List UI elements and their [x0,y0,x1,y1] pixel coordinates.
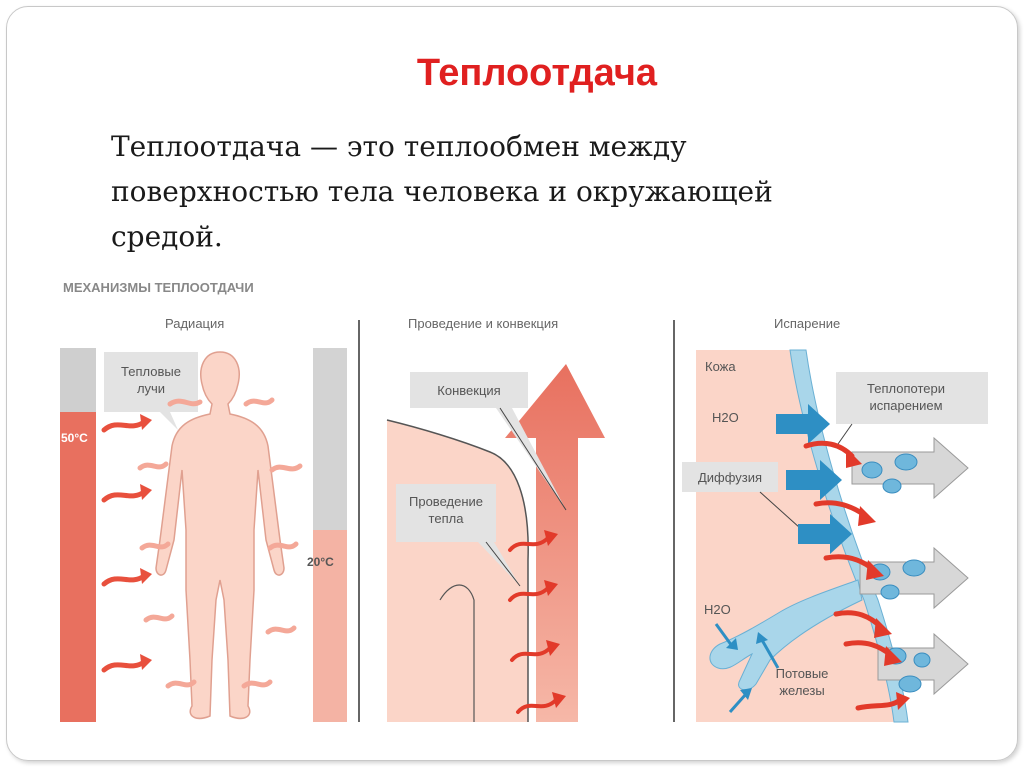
glands-label-line2: железы [779,683,824,698]
conduction-panel: Конвекция Проведение тепла [386,364,605,722]
slide-frame [6,6,1018,761]
convection-label: Конвекция [437,383,500,398]
cold-temp-label: 20°C [307,555,334,569]
convection-arrow [505,364,605,722]
loss-label-box [836,372,988,424]
rays-label-line1: Тепловые [121,364,181,379]
panel-title-conduction: Проведение и конвекция [408,316,559,331]
radiation-arrows-body [137,397,303,689]
hot-thermometer-fill [60,412,96,722]
hot-temp-label: 50°C [61,431,88,445]
diagram-heading: МЕХАНИЗМЫ ТЕПЛООТДАЧИ [63,280,254,295]
conduction-arrows [508,536,558,714]
conduction-label-box [396,484,496,542]
glands-label-line1: Потовые [776,666,829,681]
sweat-gland-duct [709,579,863,691]
h2o-bottom-label: H2O [704,602,731,617]
diffusion-arrows [776,404,852,554]
definition-text: Теплоотдача — это теплообмен между повер… [111,130,773,253]
gland-arrows [714,623,780,713]
radiation-arrowheads-hot [140,414,152,670]
human-body-figure [155,351,285,720]
conduction-label-line2: тепла [429,511,465,526]
gland-arrowheads [726,632,768,700]
diffusion-label: Диффузия [698,470,762,485]
h2o-top-label: H2O [712,410,739,425]
diffusion-label-box [682,462,778,492]
skin-label: Кожа [705,359,736,374]
radiation-panel: 50°C 20°C Тепловые лучи [60,348,347,722]
radiation-arrows-hot [101,419,147,673]
evaporation-heat-arrowheads [846,448,910,710]
slide-title: Теплоотдача [416,52,658,94]
loss-label-line2: испарением [869,398,942,413]
panel-title-radiation: Радиация [165,316,225,331]
panel-title-evaporation: Испарение [774,316,841,331]
cold-thermometer-fill [313,530,347,722]
conduction-label-line1: Проведение [409,494,483,509]
loss-label-line1: Теплопотери [867,381,945,396]
convection-label-box [410,372,528,408]
conduction-arrowheads [544,530,566,708]
skin-tissue [696,350,894,722]
rays-label-line2: лучи [137,381,165,396]
evaporation-panel: Кожа H2O Теплопотери испарением Диффузия [682,349,988,723]
